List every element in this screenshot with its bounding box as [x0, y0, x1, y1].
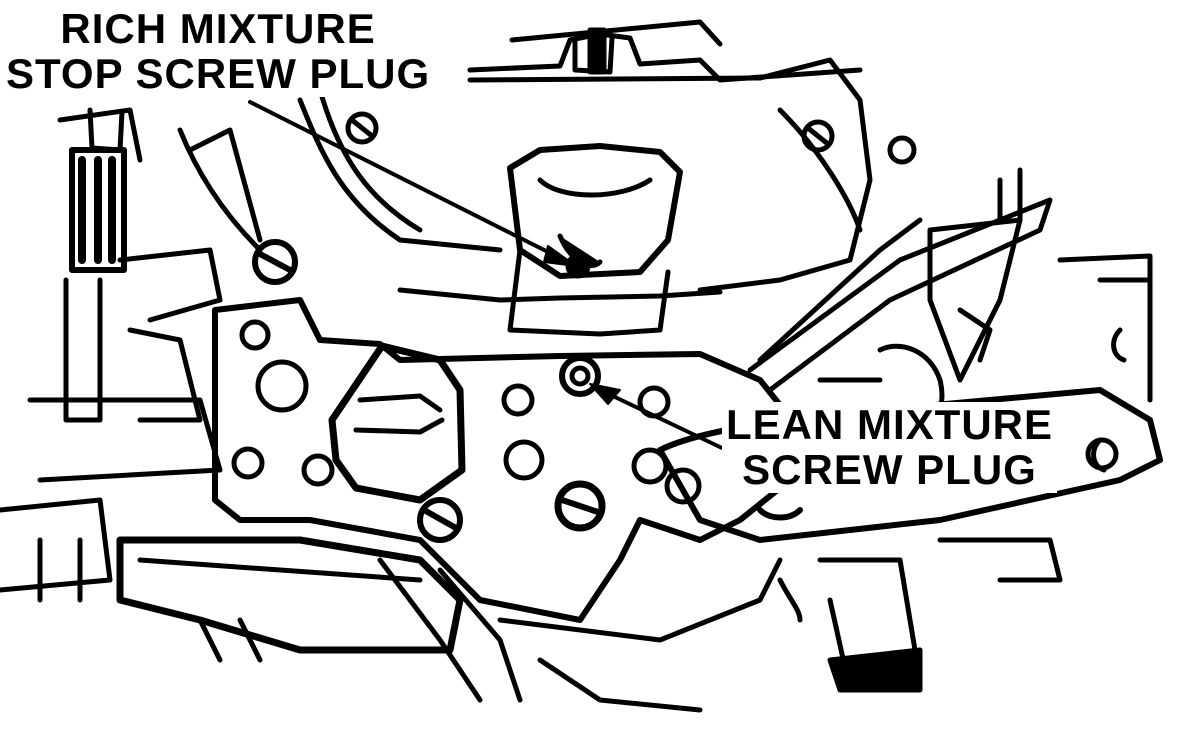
lean-mixture-leader: [589, 383, 724, 450]
lean-mixture-label-line1: LEAN MIXTURE: [726, 401, 1053, 448]
rich-mixture-label-line2: STOP SCREW PLUG: [6, 50, 431, 98]
mounting-screws: [252, 135, 917, 543]
vacuum-break: [328, 342, 466, 504]
left-linkage: [0, 107, 263, 603]
choke-housing: [507, 143, 683, 337]
air-horn-bracket: [467, 19, 863, 83]
air-horn-body: [297, 57, 873, 303]
lean-mixture-label: LEAN MIXTURE SCREW PLUG: [722, 402, 1057, 493]
throttle-body: [116, 536, 1063, 713]
lean-mixture-label-line2: SCREW PLUG: [742, 446, 1037, 494]
rich-mixture-label: RICH MIXTURE STOP SCREW PLUG: [2, 5, 435, 98]
rich-mixture-leader: [248, 100, 577, 267]
rich-mixture-label-line1: RICH MIXTURE: [60, 5, 376, 52]
